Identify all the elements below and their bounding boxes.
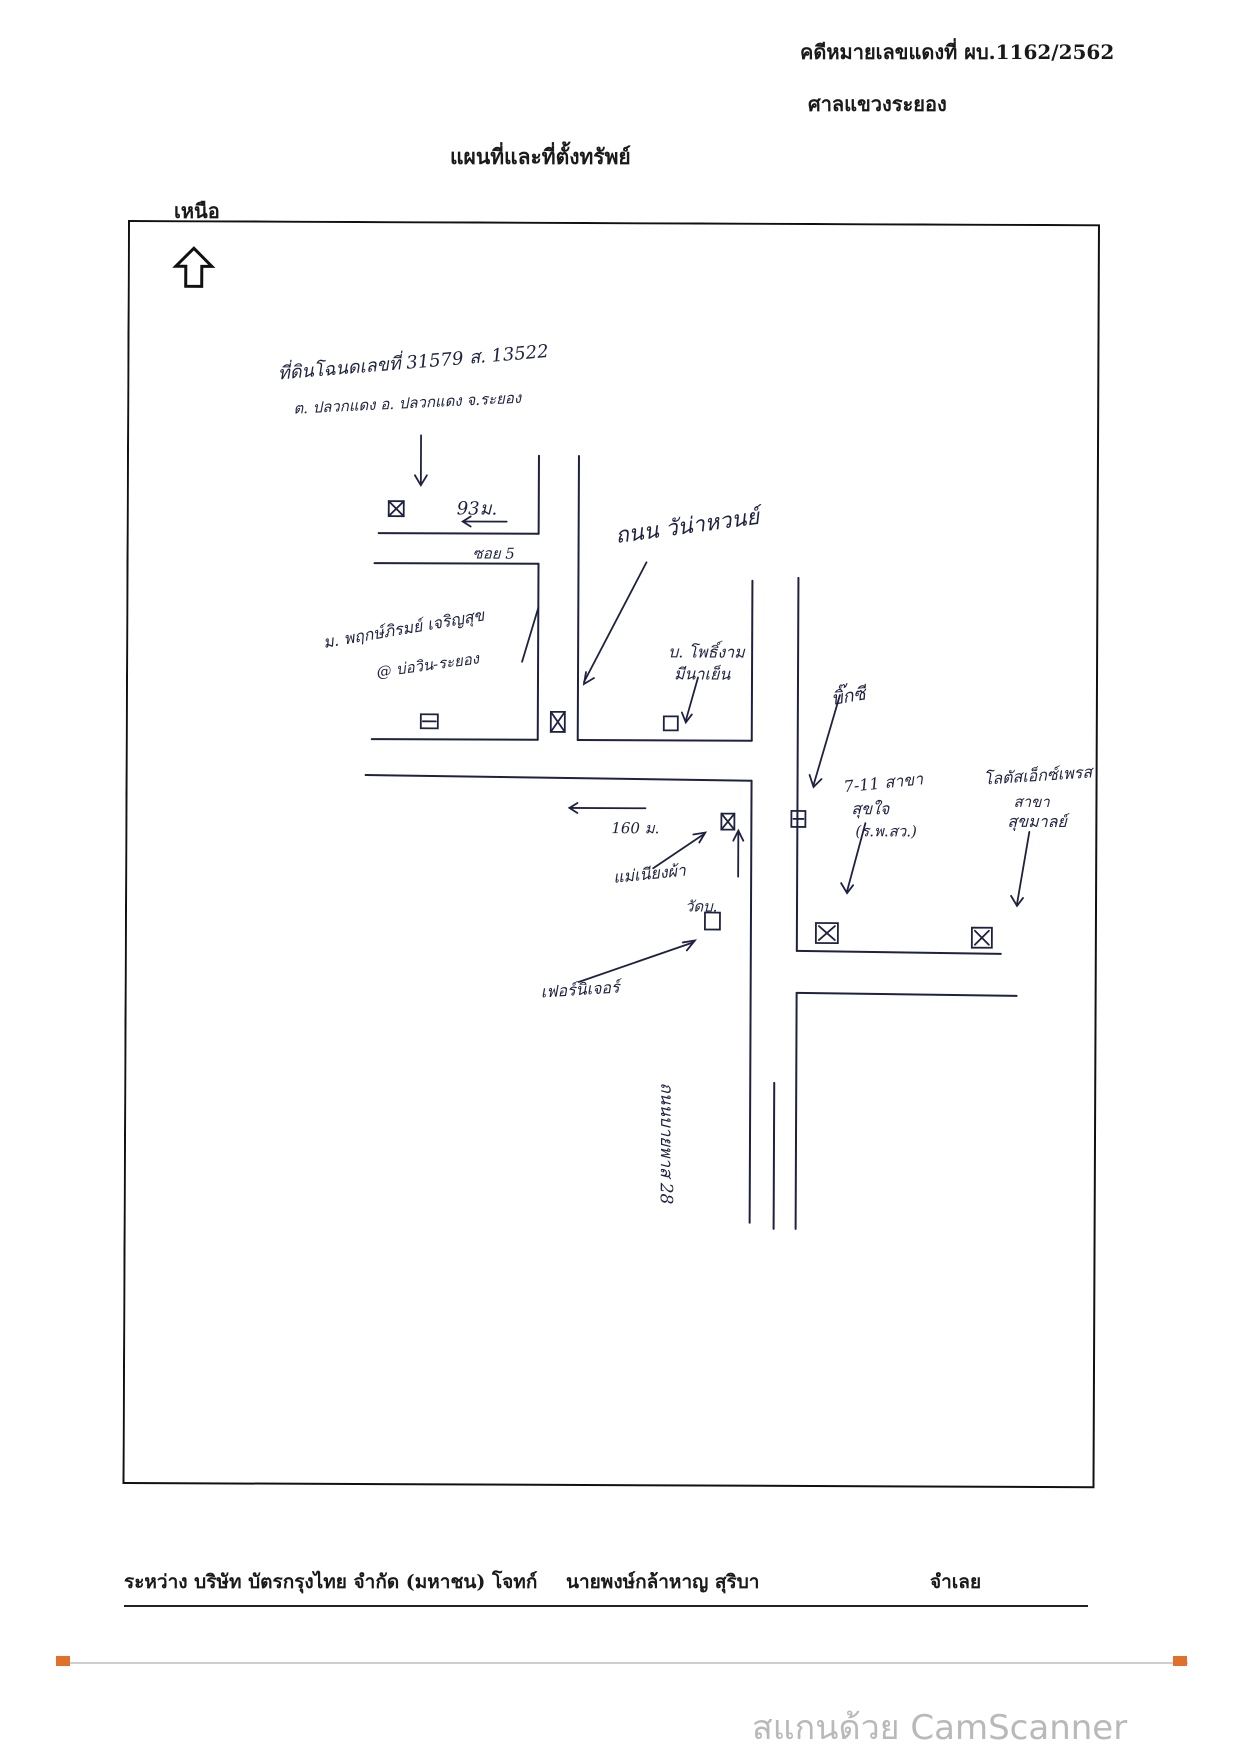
temple-label: วัดบ. bbox=[684, 897, 718, 916]
scan-corner-mark bbox=[1173, 1656, 1187, 1666]
property-marker-icon bbox=[790, 809, 807, 828]
distance-160m-label: 160 ม. bbox=[611, 819, 660, 838]
map-title: แผนที่และที่ตั้งทรัพย์ bbox=[450, 144, 631, 169]
scan-edge-line bbox=[60, 1662, 1188, 1664]
case-parties-footer: ระหว่าง บริษัท บัตรกรุงไทย จำกัด (มหาชน)… bbox=[124, 1565, 1088, 1607]
lotus-sub2-label: สุขมาลย์ bbox=[1007, 811, 1067, 832]
camscanner-watermark: สแกนด้วย CamScanner bbox=[752, 1708, 1128, 1748]
arrows bbox=[413, 434, 1031, 983]
property-marker-icons bbox=[387, 500, 993, 949]
seven-eleven-sub2-label: (ร.พ.สว.) bbox=[855, 822, 917, 841]
property-marker-icon bbox=[662, 715, 679, 732]
property-marker-icon bbox=[704, 911, 721, 931]
property-marker-icon bbox=[970, 926, 993, 949]
plaintiff-statement: ระหว่าง บริษัท บัตรกรุงไทย จำกัด (มหาชน)… bbox=[124, 1571, 538, 1593]
up-arrow-icon bbox=[172, 246, 216, 288]
property-marker-icon bbox=[387, 500, 405, 518]
big-c-label: บิ๊กซี bbox=[829, 683, 868, 710]
property-marker-icon bbox=[549, 710, 566, 733]
map-frame: ที่ดินโฉนดเลขที่ 31579 ส. 13522 ต. ปลวกแ… bbox=[122, 220, 1108, 1492]
map-border bbox=[122, 220, 1100, 1489]
scan-corner-mark bbox=[56, 1656, 70, 1666]
company-sub-label: มีนาเย็น bbox=[673, 664, 731, 684]
road-lines bbox=[364, 454, 1018, 1230]
property-marker-icon bbox=[814, 922, 839, 945]
defendant-role: จำเลย bbox=[930, 1571, 982, 1593]
property-marker-icon bbox=[720, 812, 736, 831]
map-drawing bbox=[122, 220, 1100, 1489]
court-name: ศาลแขวงระยอง bbox=[808, 92, 947, 116]
highway-label: ถนนบายพาส 28 bbox=[655, 1082, 677, 1205]
soi-5-label: ซอย 5 bbox=[472, 544, 515, 563]
property-marker-icon bbox=[419, 713, 439, 730]
defendant-name: นายพงษ์กล้าหาญ สุริบา bbox=[566, 1571, 760, 1593]
north-label: เหนือ bbox=[174, 199, 220, 223]
furniture-label: เฟอร์นิเจอร์ bbox=[540, 977, 621, 1002]
distance-93m-label: 93ม. bbox=[456, 498, 498, 520]
case-number: คดีหมายเลขแดงที่ ผบ.1162/2562 bbox=[800, 40, 1115, 64]
